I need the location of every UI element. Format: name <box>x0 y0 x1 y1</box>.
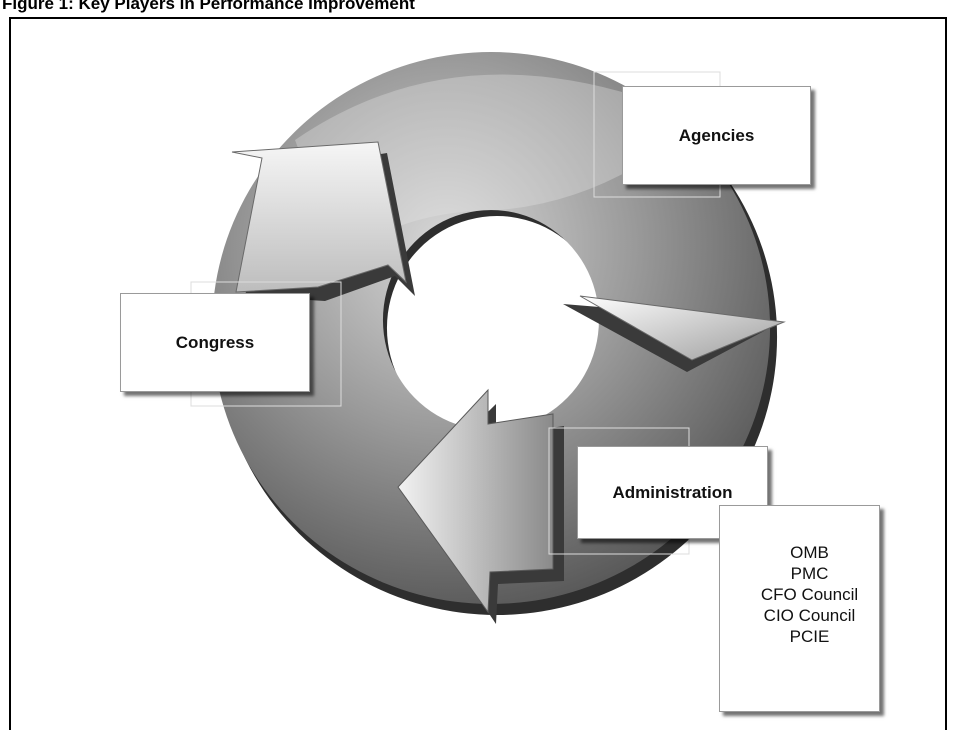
agencies-box: Agencies <box>622 86 811 185</box>
congress-box: Congress <box>120 293 310 392</box>
member-cio-council: CIO Council <box>763 606 856 625</box>
administration-members-list: OMB PMC CFO Council CIO Council PCIE <box>720 542 879 647</box>
figure-frame <box>9 17 947 730</box>
member-pcie: PCIE <box>789 627 830 646</box>
figure-title: Figure 1: Key Players in Performance Imp… <box>2 0 415 13</box>
administration-members-box: OMB PMC CFO Council CIO Council PCIE <box>719 505 880 712</box>
arrow-administration-to-congress <box>397 388 554 614</box>
arrow-right-head <box>579 295 786 361</box>
figure-header: Figure 1: Key Players in Performance Imp… <box>0 0 959 17</box>
member-omb: OMB <box>790 543 829 562</box>
arrow-congress-to-agencies <box>231 141 407 293</box>
congress-label: Congress <box>175 332 255 352</box>
member-pmc: PMC <box>790 564 829 583</box>
agencies-label: Agencies <box>678 125 755 145</box>
administration-label: Administration <box>612 482 733 502</box>
member-cfo-council: CFO Council <box>760 585 859 604</box>
